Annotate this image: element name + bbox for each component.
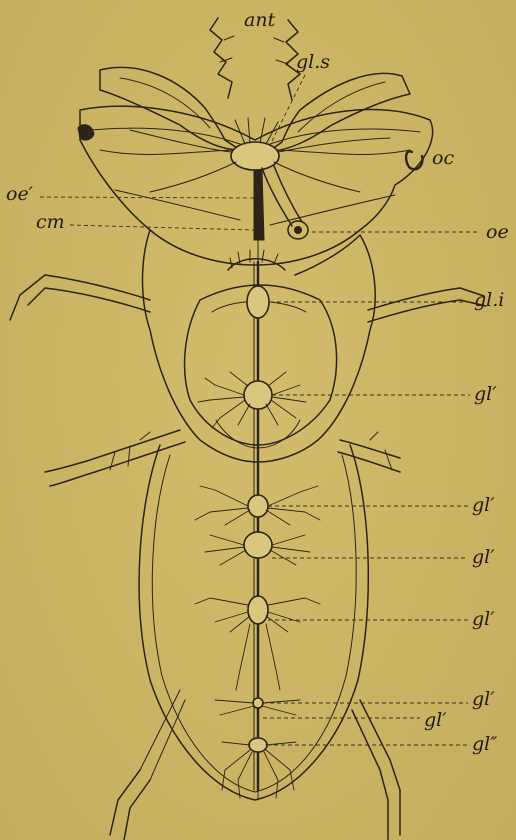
left-eye	[78, 125, 94, 140]
legs-right	[338, 288, 486, 840]
label-cm: cm	[36, 211, 65, 233]
label-gl-5: gl′	[472, 688, 495, 710]
right-eye-oc	[406, 151, 422, 169]
leader-cm	[70, 225, 254, 230]
circumoesophageal-connectives	[254, 170, 264, 262]
label-oc: oc	[432, 147, 454, 169]
leader-oe-prime	[40, 197, 254, 198]
label-gl-s: gl.s	[296, 51, 330, 73]
thoracic-ganglion	[244, 381, 272, 409]
label-gl-3: gl′	[472, 546, 495, 568]
abdominal-ganglion-4	[253, 698, 263, 708]
label-gl-4: gl′	[472, 608, 495, 630]
suboesophageal-ganglion	[247, 286, 269, 318]
abdominal-ganglion-1	[248, 495, 268, 517]
legs-left	[10, 275, 185, 840]
label-gl-7: gl″	[472, 733, 497, 755]
label-oe-prime: oe′	[6, 183, 34, 205]
label-gl-2: gl′	[472, 494, 495, 516]
label-oe: oe	[486, 221, 509, 243]
label-gl-1: gl′	[474, 383, 497, 405]
abdominal-ganglion-2	[244, 532, 272, 558]
terminal-ganglion	[249, 738, 267, 752]
label-gl-i: gl.i	[474, 289, 504, 311]
ventral-nerve-cord	[254, 262, 258, 790]
label-ant: ant	[244, 9, 276, 31]
abdominal-ganglion-3	[248, 596, 268, 624]
oesophagus	[262, 166, 308, 239]
label-gl-6: gl′	[424, 709, 447, 731]
